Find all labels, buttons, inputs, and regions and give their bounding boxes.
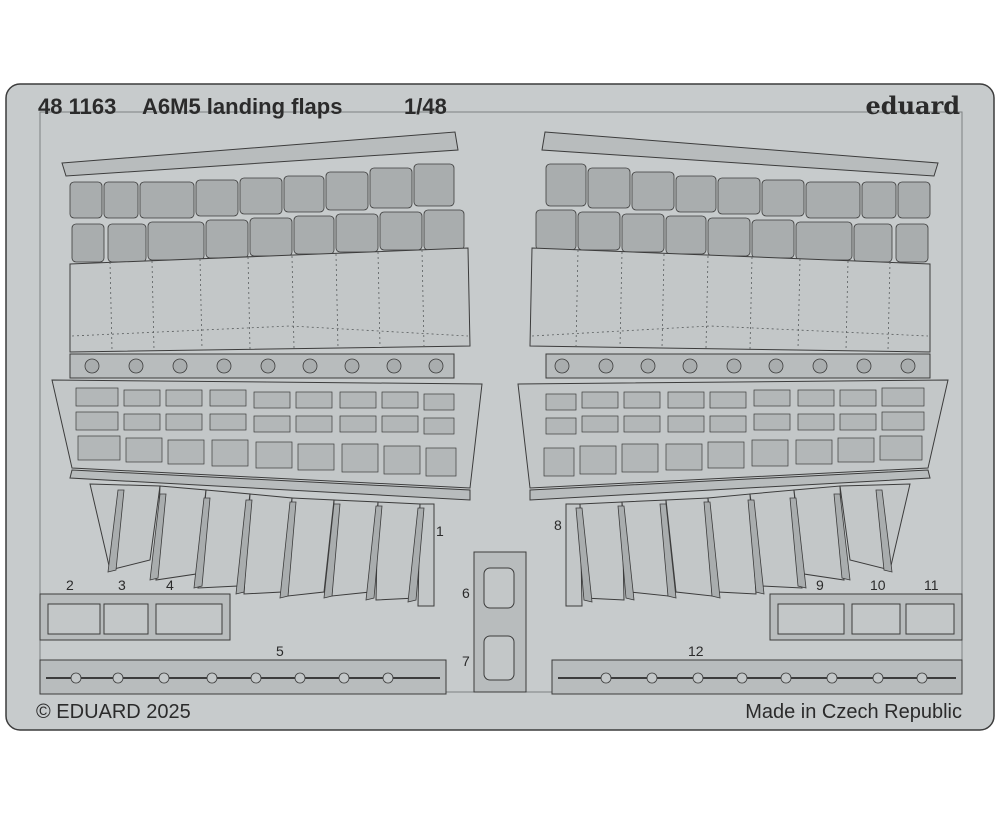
eduard-logo: eduard bbox=[866, 91, 961, 120]
label-part-10: 10 bbox=[870, 577, 886, 593]
part-1-top-spar bbox=[61, 131, 459, 177]
part-5-long-strip bbox=[39, 659, 447, 695]
part-1-rib-cells bbox=[69, 163, 465, 263]
part-8-skin-panel bbox=[529, 247, 931, 353]
label-part-8: 8 bbox=[554, 517, 562, 533]
label-part-3: 3 bbox=[118, 577, 126, 593]
part-number-labels: 1 2 3 4 5 6 7 8 9 10 11 12 bbox=[66, 517, 939, 669]
part-8-rib-cells bbox=[535, 163, 931, 263]
label-part-12: 12 bbox=[688, 643, 704, 659]
part-8-right-flap bbox=[517, 131, 949, 607]
part-1-lower-cells bbox=[75, 387, 457, 477]
part-8-top-spar bbox=[541, 131, 939, 177]
scale-label: 1/48 bbox=[404, 94, 447, 119]
parts-2-4-strips bbox=[39, 593, 231, 641]
label-part-5: 5 bbox=[276, 643, 284, 659]
part-8-hinge-brackets bbox=[565, 483, 911, 607]
part-number: 48 1163 bbox=[38, 94, 116, 119]
product-name: A6M5 landing flaps bbox=[142, 94, 342, 119]
parts-6-7-brackets bbox=[473, 551, 527, 693]
part-1-lightening-holes bbox=[84, 358, 444, 374]
label-part-1: 1 bbox=[436, 523, 444, 539]
label-part-11: 11 bbox=[924, 577, 939, 593]
part-8-rivet-lines bbox=[531, 249, 929, 351]
origin-text: Made in Czech Republic bbox=[745, 701, 962, 723]
part-8-hinge-strip bbox=[529, 469, 931, 501]
part-8-lower-cells bbox=[543, 387, 925, 477]
part-1-left-flap bbox=[51, 131, 483, 607]
part-12-long-strip bbox=[551, 659, 963, 695]
part-1-hinge-arms bbox=[107, 489, 425, 603]
label-part-6: 6 bbox=[462, 585, 470, 601]
part-1-skin-panel bbox=[69, 247, 471, 353]
part-8-hinge-arms bbox=[575, 489, 893, 603]
part-1-rivet-lines bbox=[71, 249, 469, 351]
part-1-hinge-strip bbox=[69, 469, 471, 501]
label-part-7: 7 bbox=[462, 653, 470, 669]
label-part-9: 9 bbox=[816, 577, 824, 593]
copyright-text: © EDUARD 2025 bbox=[36, 701, 191, 723]
parts-9-11-strips bbox=[769, 593, 963, 641]
label-part-2: 2 bbox=[66, 577, 74, 593]
part-1-hinge-brackets bbox=[89, 483, 435, 607]
label-part-4: 4 bbox=[166, 577, 174, 593]
part-8-lightening-holes bbox=[554, 358, 916, 374]
